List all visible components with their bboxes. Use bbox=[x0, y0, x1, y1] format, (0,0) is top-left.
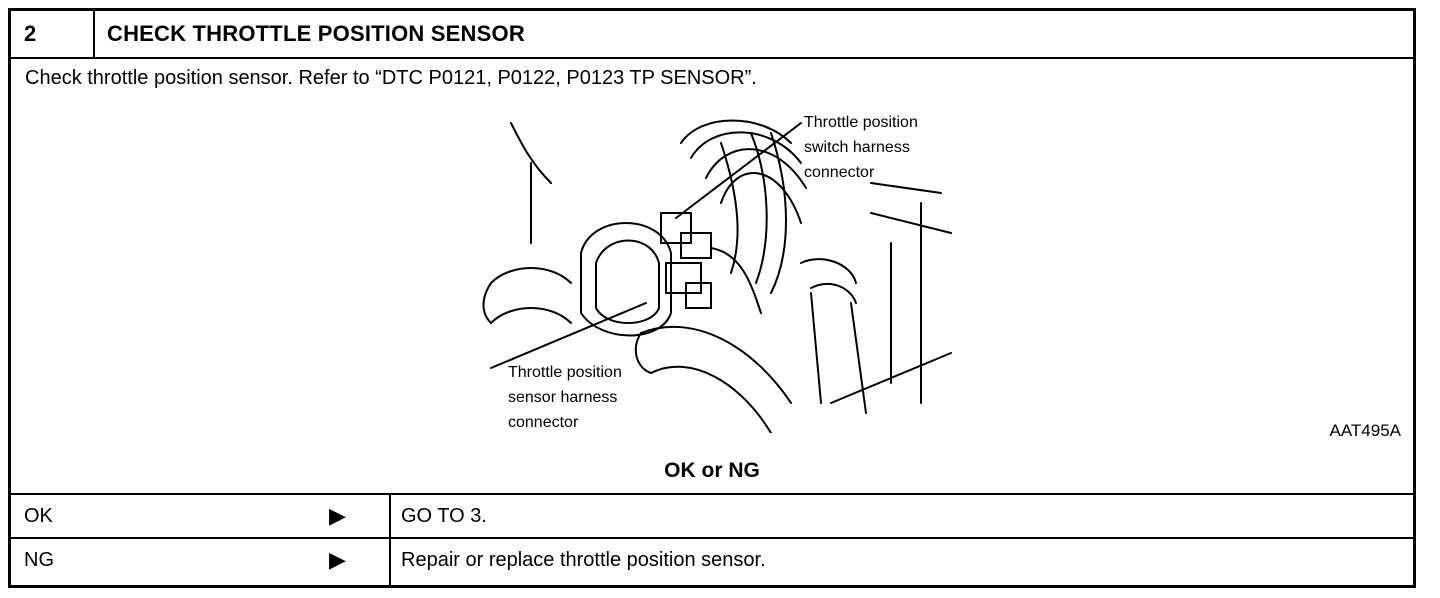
sensor-callout-line2: sensor harness bbox=[508, 389, 617, 406]
result-heading: OK or NG bbox=[664, 459, 760, 482]
switch-callout-line3: connector bbox=[804, 164, 875, 181]
sensor-callout-line3: connector bbox=[508, 414, 579, 431]
switch-callout-line2: switch harness bbox=[804, 139, 910, 156]
arrow-right-icon: ▶ bbox=[329, 503, 346, 528]
step-number: 2 bbox=[11, 11, 95, 57]
step-header: 2 CHECK THROTTLE POSITION SENSOR bbox=[11, 11, 1413, 59]
instruction-text: Check throttle position sensor. Refer to… bbox=[25, 67, 757, 89]
result-action: GO TO 3. bbox=[401, 505, 487, 527]
result-action: Repair or replace throttle position sens… bbox=[401, 549, 766, 571]
column-divider bbox=[389, 539, 391, 587]
result-label: OK bbox=[24, 505, 53, 527]
figure-code: AAT495A bbox=[1329, 421, 1401, 440]
switch-callout-line1: Throttle position bbox=[804, 114, 918, 131]
column-divider bbox=[389, 495, 391, 537]
sensor-callout-line1: Throttle position bbox=[508, 364, 622, 381]
throttle-sensor-illustration: Throttle position switch harness connect… bbox=[482, 114, 952, 433]
result-label: NG bbox=[24, 549, 54, 571]
result-row-ok: OK ▶ GO TO 3. bbox=[11, 493, 1413, 537]
procedure-table: 2 CHECK THROTTLE POSITION SENSOR Check t… bbox=[8, 8, 1416, 588]
arrow-right-icon: ▶ bbox=[329, 547, 346, 572]
step-title: CHECK THROTTLE POSITION SENSOR bbox=[107, 21, 525, 46]
result-row-ng: NG ▶ Repair or replace throttle position… bbox=[11, 537, 1413, 587]
